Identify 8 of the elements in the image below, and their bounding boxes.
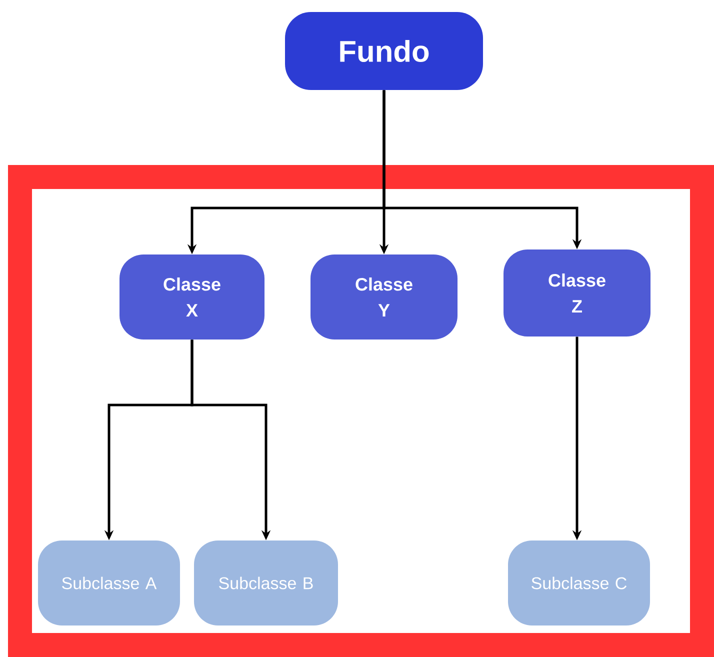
- subclass-box: Subclasse C: [508, 540, 650, 626]
- subclass-box: Subclasse B: [194, 540, 338, 626]
- frame-box: [8, 165, 714, 657]
- subclass-box: Subclasse A: [38, 540, 180, 626]
- class-box: Classe Y: [310, 254, 458, 340]
- class-box: Classe X: [120, 254, 264, 340]
- root-box: Fundo: [285, 12, 483, 90]
- class-box: Classe Z: [504, 250, 650, 336]
